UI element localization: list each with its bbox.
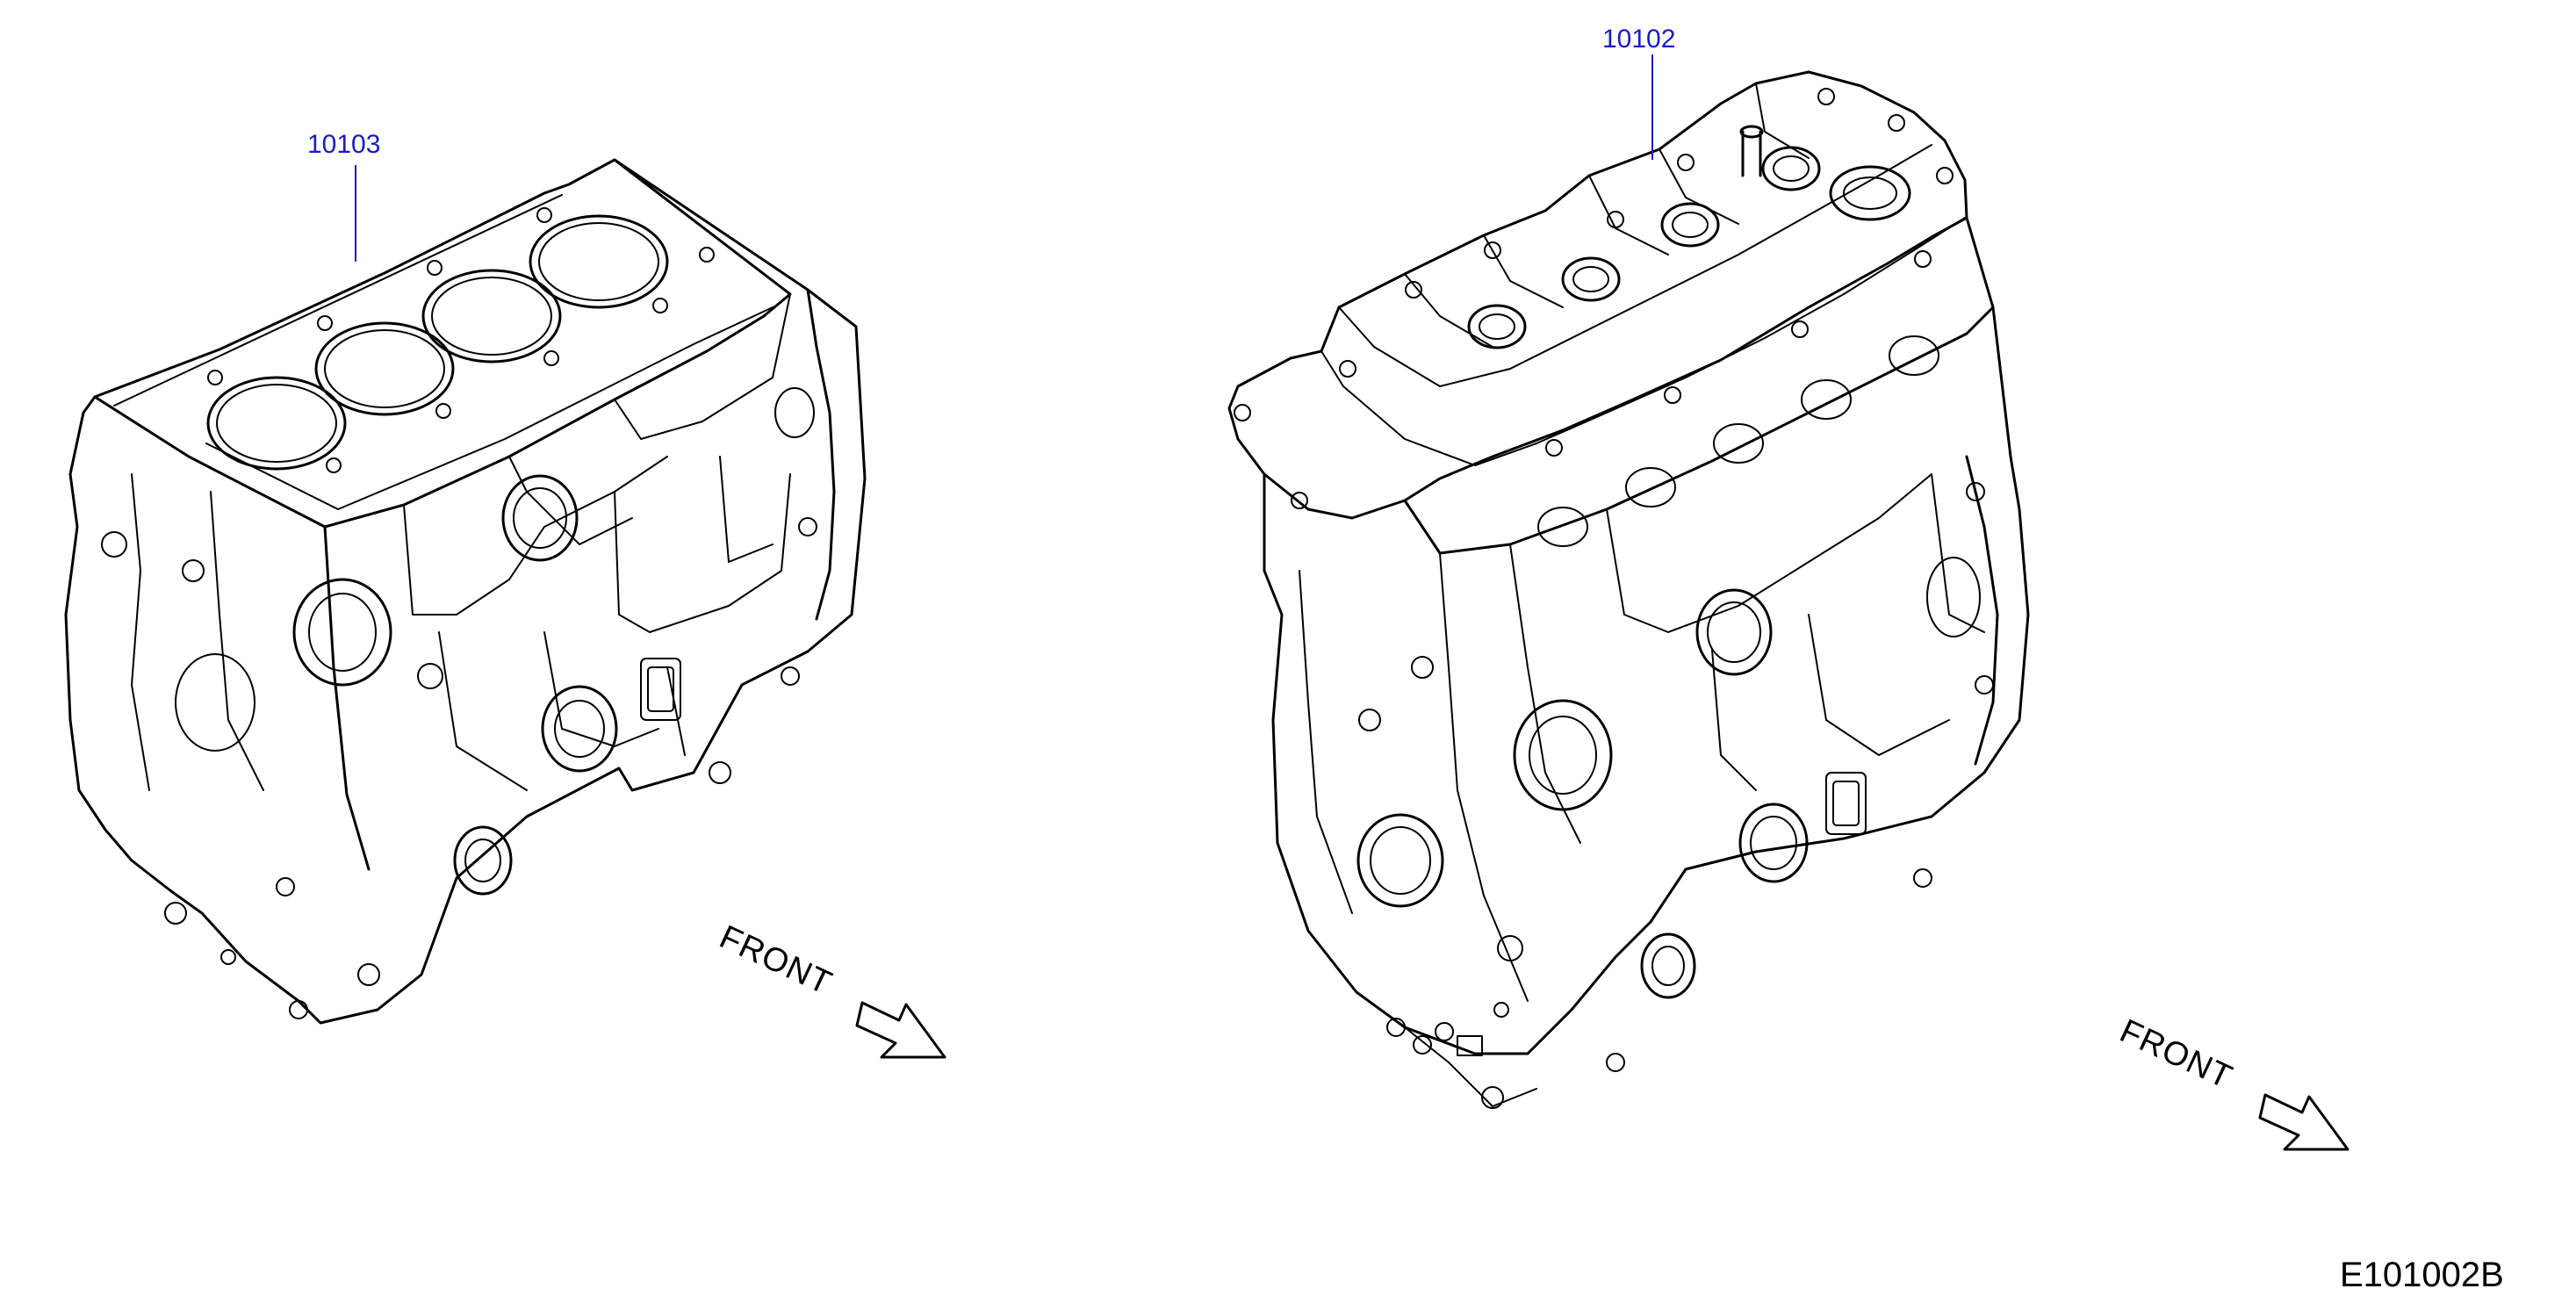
front-arrow-icon [2258,1093,2349,1151]
front-arrow-icon [855,1001,946,1059]
figure-code: E101002B [2340,1256,2504,1294]
engine-assembly-illustration [1227,70,2030,1109]
short-block-illustration [64,158,867,1025]
callout-10103[interactable]: 10103 [307,130,381,159]
callout-10102[interactable]: 10102 [1602,25,1676,54]
